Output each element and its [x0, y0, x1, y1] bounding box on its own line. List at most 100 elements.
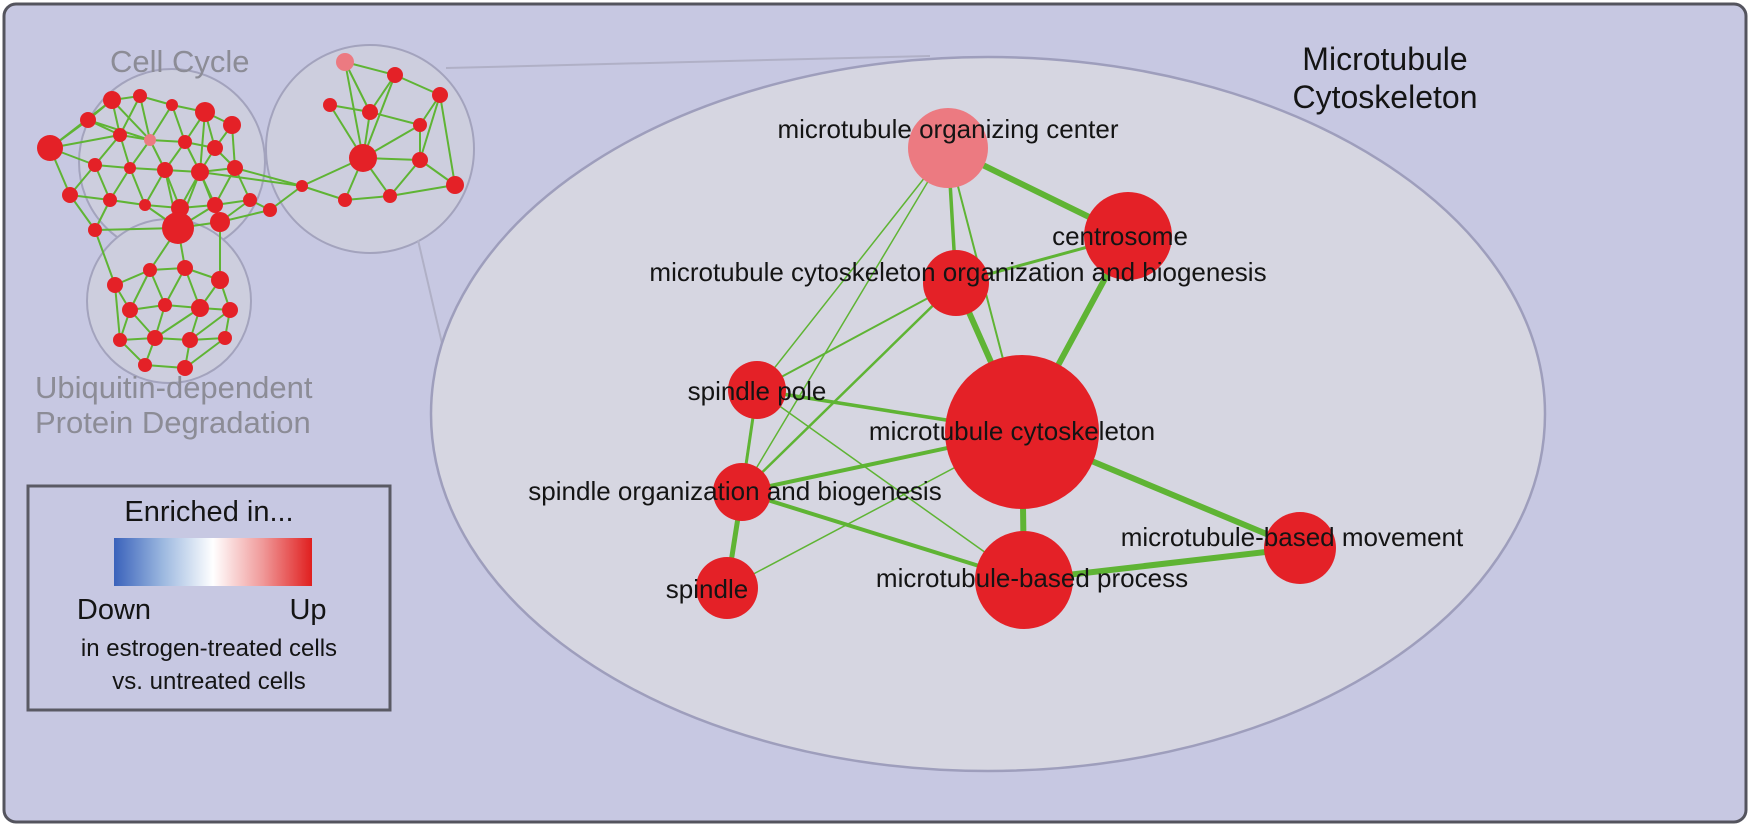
ubiquitin-label-line1: Ubiquitin-dependent	[35, 370, 313, 405]
legend-caption-line1: in estrogen-treated cells	[81, 635, 337, 662]
zoom-node-label-spindle: spindle	[666, 574, 748, 604]
zoom-node-label-spindle_org: spindle organization and biogenesis	[528, 476, 941, 506]
zoom-edge-org-spindle_org	[740, 281, 958, 494]
mini-edge	[362, 74, 396, 159]
zoom-node-spindle_pole	[728, 361, 786, 419]
zoom-node-label-mt_movement: microtubule-based movement	[1121, 522, 1464, 552]
legend-title: Enriched in...	[124, 496, 293, 528]
mini-node-26	[387, 67, 403, 83]
mini-edge	[419, 94, 441, 161]
mini-node-24	[210, 212, 230, 232]
mini-node-29	[362, 104, 378, 120]
mini-node-35	[338, 193, 352, 207]
mini-node-46	[113, 333, 127, 347]
mini-edge	[189, 309, 231, 341]
legend-box	[26, 484, 392, 712]
mini-node-10	[207, 140, 223, 156]
zoom-node-spindle_org	[713, 463, 771, 521]
zoom-node-label-org: microtubule cytoskeleton organization an…	[649, 257, 1266, 287]
mini-node-1	[80, 112, 96, 128]
mini-node-50	[138, 358, 152, 372]
mini-edge	[129, 167, 146, 206]
zoom-node-mt_cyto	[945, 355, 1099, 509]
mini-node-5	[195, 102, 215, 122]
mini-node-41	[211, 271, 229, 289]
mini-node-7	[113, 128, 127, 142]
mini-node-21	[243, 193, 257, 207]
mini-node-48	[182, 332, 198, 348]
mini-node-25	[336, 53, 354, 71]
mini-edge	[439, 94, 456, 186]
zoom-node-label-spindle_pole: spindle pole	[688, 376, 827, 406]
mini-node-39	[143, 263, 157, 277]
mini-edge	[111, 99, 151, 141]
zoom-network-nodes	[696, 108, 1336, 629]
mini-node-8	[144, 134, 156, 146]
zoom-node-spindle	[696, 557, 758, 619]
mini-node-22	[88, 223, 102, 237]
mini-edge	[344, 61, 371, 113]
mini-node-40	[177, 260, 193, 276]
mini-node-28	[323, 98, 337, 112]
zoom-edge-moc-spindle_pole	[756, 147, 949, 391]
mini-edge	[139, 95, 151, 141]
legend-up-label: Up	[289, 594, 326, 626]
mini-node-18	[139, 199, 151, 211]
mini-node-38	[107, 277, 123, 293]
mini-edge	[184, 337, 226, 369]
mini-node-23	[162, 212, 194, 244]
zoom-title-line1: Microtubule	[1302, 41, 1467, 77]
mini-node-11	[88, 158, 102, 172]
mini-edge	[94, 229, 116, 286]
zoom-node-label-moc: microtubule organizing center	[777, 114, 1118, 144]
mini-node-31	[349, 144, 377, 172]
mini-node-36	[296, 180, 308, 192]
zoom-node-mt_movement	[1264, 512, 1336, 584]
mini-edge	[394, 74, 441, 96]
zoom-node-label-centrosome: centrosome	[1052, 221, 1188, 251]
legend-caption-line2: vs. untreated cells	[112, 668, 305, 695]
cell-cycle-label: Cell Cycle	[110, 44, 250, 79]
zoom-node-org	[923, 250, 989, 316]
mini-edge	[389, 184, 456, 197]
zoom-node-mt_process	[975, 531, 1073, 629]
mini-node-20	[207, 197, 223, 213]
mini-edge	[301, 185, 346, 201]
mini-node-13	[157, 162, 173, 178]
legend-down-label: Down	[77, 594, 151, 626]
mini-node-47	[147, 330, 163, 346]
mini-node-0	[37, 135, 63, 161]
mini-node-15	[227, 160, 243, 176]
zoom-node-labels: microtubule organizing center centrosome m…	[528, 114, 1464, 604]
mini-node-44	[191, 299, 209, 317]
zoom-edge-org-spindle_pole	[756, 282, 957, 391]
mini-edge	[154, 307, 201, 339]
mini-node-42	[122, 302, 138, 318]
mini-node-37	[263, 203, 277, 217]
mini-node-33	[446, 176, 464, 194]
mini-node-30	[413, 118, 427, 132]
mini-network-nodes	[37, 53, 464, 376]
zoom-guide-line-0	[445, 55, 931, 69]
mini-node-16	[62, 187, 78, 203]
mini-node-32	[412, 152, 428, 168]
zoom-edge-spindle_org-mt_process	[740, 490, 1026, 582]
zoom-title-line2: Cytoskeleton	[1293, 79, 1478, 115]
mini-node-14	[191, 163, 209, 181]
mini-edge	[199, 171, 303, 187]
mini-edge	[234, 167, 303, 187]
mini-edge	[344, 195, 391, 201]
mini-node-43	[158, 298, 172, 312]
mini-node-9	[178, 135, 192, 149]
mini-node-12	[124, 162, 136, 174]
zoom-node-centrosome	[1084, 192, 1172, 280]
legend: Enriched in... Down Up in estrogen-treat…	[26, 484, 392, 712]
mini-edge	[199, 111, 206, 173]
mini-node-17	[103, 193, 117, 207]
mini-node-45	[222, 302, 238, 318]
mini-node-2	[103, 91, 121, 109]
mini-edge	[149, 104, 173, 141]
zoom-node-label-mt_cyto: microtubule cytoskeleton	[869, 416, 1155, 446]
zoom-node-moc	[908, 108, 988, 188]
